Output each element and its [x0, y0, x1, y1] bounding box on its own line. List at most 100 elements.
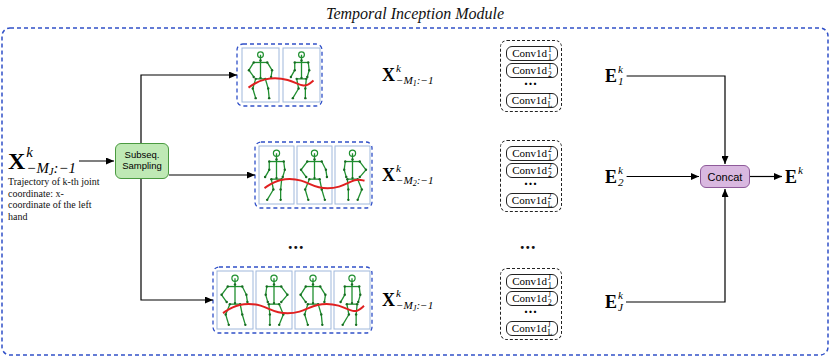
skeleton-bone — [305, 89, 306, 99]
skeleton-bone — [356, 304, 357, 314]
skeleton-joint — [268, 97, 270, 99]
superscript: k — [26, 145, 76, 161]
subsequence-box — [255, 142, 372, 208]
conv1d-box: Conv1dJL — [506, 321, 558, 336]
skeleton-joint — [273, 302, 275, 304]
skeleton-bone — [268, 89, 270, 99]
subscript-part: 2 — [413, 179, 417, 188]
skeleton-joint — [259, 77, 261, 79]
skeleton-bone — [234, 284, 235, 303]
superscript: k — [618, 165, 624, 177]
skeleton-joint — [241, 313, 243, 315]
skeleton-joint — [355, 313, 357, 315]
flow-arrow — [626, 189, 725, 302]
skeleton-joint — [308, 178, 310, 180]
branch-index: 2 — [548, 163, 552, 171]
ellipsis: ... — [288, 234, 305, 252]
skeleton-joint — [359, 160, 361, 162]
skeleton-bone — [358, 190, 362, 200]
index-stack: k−M2:−1 — [396, 163, 434, 186]
skeleton-joint — [304, 87, 306, 89]
pose-frame — [217, 271, 253, 329]
layer-index: 1 — [548, 54, 552, 62]
conv1d-box: Conv1d12 — [506, 63, 558, 78]
symbol-base: X — [382, 290, 395, 310]
skeleton-head — [349, 275, 355, 281]
skeleton-joint — [312, 283, 314, 285]
layer-index: L — [548, 101, 553, 109]
skeleton-joint — [320, 313, 322, 315]
skeleton-joint — [304, 97, 306, 99]
pose-frame — [335, 146, 370, 204]
skeleton-joint — [246, 301, 248, 303]
skeleton-bone — [269, 162, 270, 170]
symbol-base: X — [382, 65, 395, 85]
skeleton-joint — [305, 176, 307, 178]
subscript-part: J — [49, 165, 54, 177]
skeleton-joint — [343, 169, 345, 171]
skeleton-bone — [281, 287, 287, 295]
conv1d-label: Conv1dJ1 — [512, 274, 552, 290]
symbol-base: E — [785, 167, 797, 187]
skeleton-joint — [297, 87, 299, 89]
conv-group: ...Conv1d21Conv1d22Conv1d2L — [500, 140, 562, 212]
skeleton-joint — [259, 59, 261, 61]
layer-name: Conv1d — [512, 276, 547, 287]
skeleton-joint — [308, 69, 310, 71]
pose-frame — [295, 271, 331, 329]
conv1d-box: Conv1dJ1 — [506, 274, 558, 289]
subsequence-box — [213, 267, 372, 333]
index-stack: 2L — [548, 193, 553, 209]
skeleton-joint — [286, 294, 288, 296]
skeleton-head — [310, 275, 316, 281]
skeleton-bone — [305, 315, 308, 325]
skeleton-joint — [321, 324, 323, 326]
skeleton-joint — [305, 301, 307, 303]
skeleton-joint — [269, 324, 271, 326]
skeleton-joint — [275, 177, 277, 179]
superscript: k — [396, 288, 433, 300]
conv1d-box: Conv1dJ2 — [506, 291, 558, 306]
skeleton-joint — [325, 169, 327, 171]
module-title: Temporal Inception Module — [0, 5, 830, 23]
superscript: k — [396, 163, 434, 175]
symbol-base: E — [605, 66, 617, 86]
module-border — [2, 28, 828, 355]
branch-index: 1 — [548, 46, 552, 54]
subscript: −MJ:−1 — [26, 161, 76, 177]
skeleton-joint — [307, 324, 309, 326]
skeleton-joint — [326, 176, 328, 178]
conv1d-label: Conv1d21 — [512, 146, 552, 162]
skeleton-bone — [279, 315, 283, 325]
skeleton-head — [273, 150, 279, 156]
layer-index: L — [548, 201, 553, 209]
pose-frame — [259, 146, 294, 204]
embedding-symbol: Ek2 — [605, 165, 624, 188]
skeleton-joint — [226, 301, 228, 303]
skeleton-joint — [300, 77, 302, 79]
trajectory-curve — [249, 78, 314, 87]
skeleton-joint — [319, 285, 321, 287]
index-stack: 22 — [548, 163, 552, 179]
conv1d-label: Conv1dJ2 — [512, 291, 552, 307]
skeleton-joint — [346, 303, 348, 305]
skeleton-joint — [264, 176, 266, 178]
subscript: J — [618, 302, 623, 314]
layer-index: L — [548, 329, 553, 337]
skeleton-bone — [344, 162, 345, 170]
skeleton-joint — [253, 76, 255, 78]
flow-arrow — [627, 176, 699, 177]
subscript-part: :−1 — [417, 74, 434, 86]
conv1d-label: Conv1d2L — [512, 193, 552, 209]
superscript: k — [618, 64, 624, 76]
conv1d-label: Conv1d22 — [512, 163, 552, 179]
skeleton-bone — [249, 62, 254, 70]
trajectory-curve — [223, 304, 364, 313]
skeleton-joint — [339, 301, 341, 303]
skeleton-joint — [284, 169, 286, 171]
skeleton-bone — [280, 190, 281, 200]
layer-name: Conv1d — [512, 148, 547, 159]
subscript-part: :−1 — [54, 160, 76, 176]
skeleton-bone — [314, 159, 315, 178]
skeleton-joint — [312, 302, 314, 304]
